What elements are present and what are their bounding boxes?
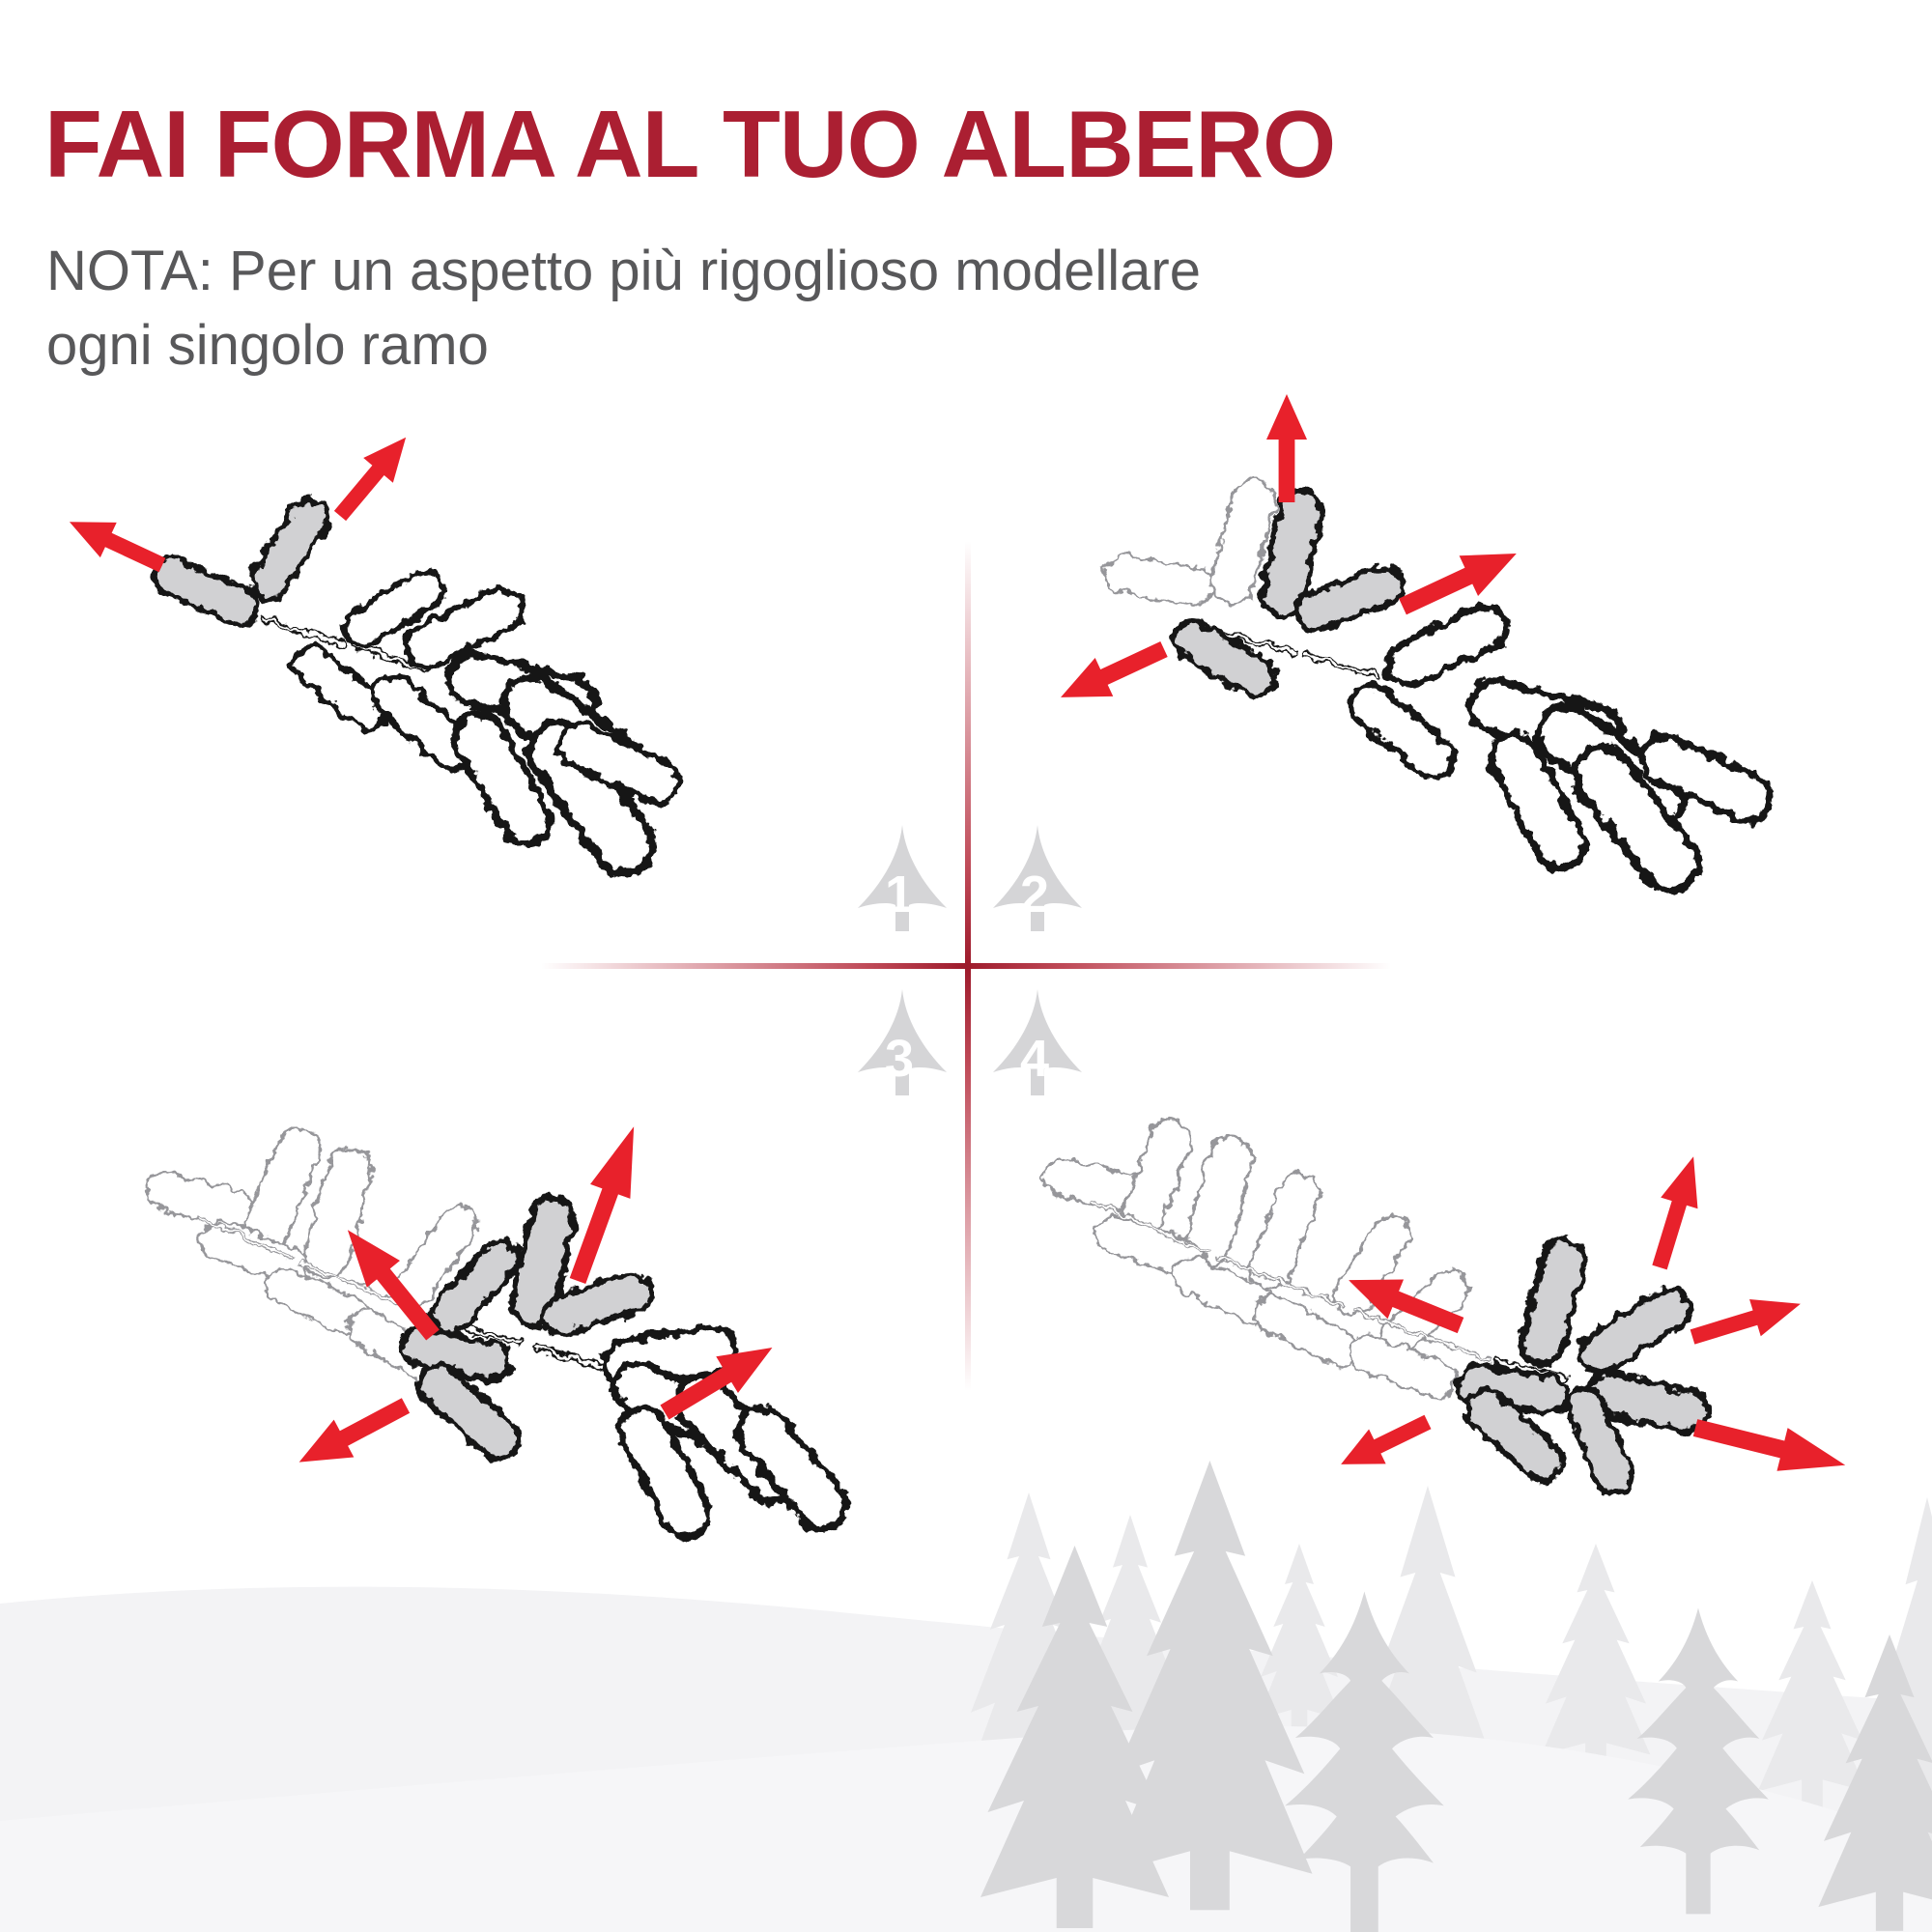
page-title: FAI FORMA AL TUO ALBERO [44,91,1336,197]
note-line-2: ogni singolo ramo [46,314,489,377]
branch-step-2 [1100,472,1778,901]
step-marker-1: 1 [858,825,947,931]
arrow-down-left-icon [1051,630,1174,717]
step-marker-2: 2 [993,825,1082,931]
arrow-down-left-icon [289,1386,416,1482]
snow-hill-front [0,1725,1932,1932]
arrow-up-right-icon [1640,1151,1713,1273]
branch-step-4 [1037,1111,1711,1499]
arrow-up-right-icon [325,424,421,528]
arrow-up-icon [1266,394,1307,502]
step-number-2: 2 [1020,866,1049,923]
step-number-3: 3 [885,1030,914,1088]
branch-step-3 [141,1120,856,1544]
step-marker-3: 3 [858,989,947,1095]
arrow-down-left-icon [1332,1405,1436,1482]
branch-step-1 [148,493,684,884]
crosshair-divider [541,541,1391,1391]
step-number-1: 1 [885,866,914,923]
note-line-1: NOTA: Per un aspetto più rigoglioso mode… [46,240,1201,302]
arrow-right-down-icon [1690,1406,1851,1488]
arrow-right-up-icon [1687,1285,1806,1356]
step-marker-4: 4 [993,989,1082,1095]
step-number-4: 4 [1020,1030,1049,1088]
arrow-up-right-icon [557,1119,654,1289]
note-text: NOTA: Per un aspetto più rigoglioso mode… [46,234,1201,383]
